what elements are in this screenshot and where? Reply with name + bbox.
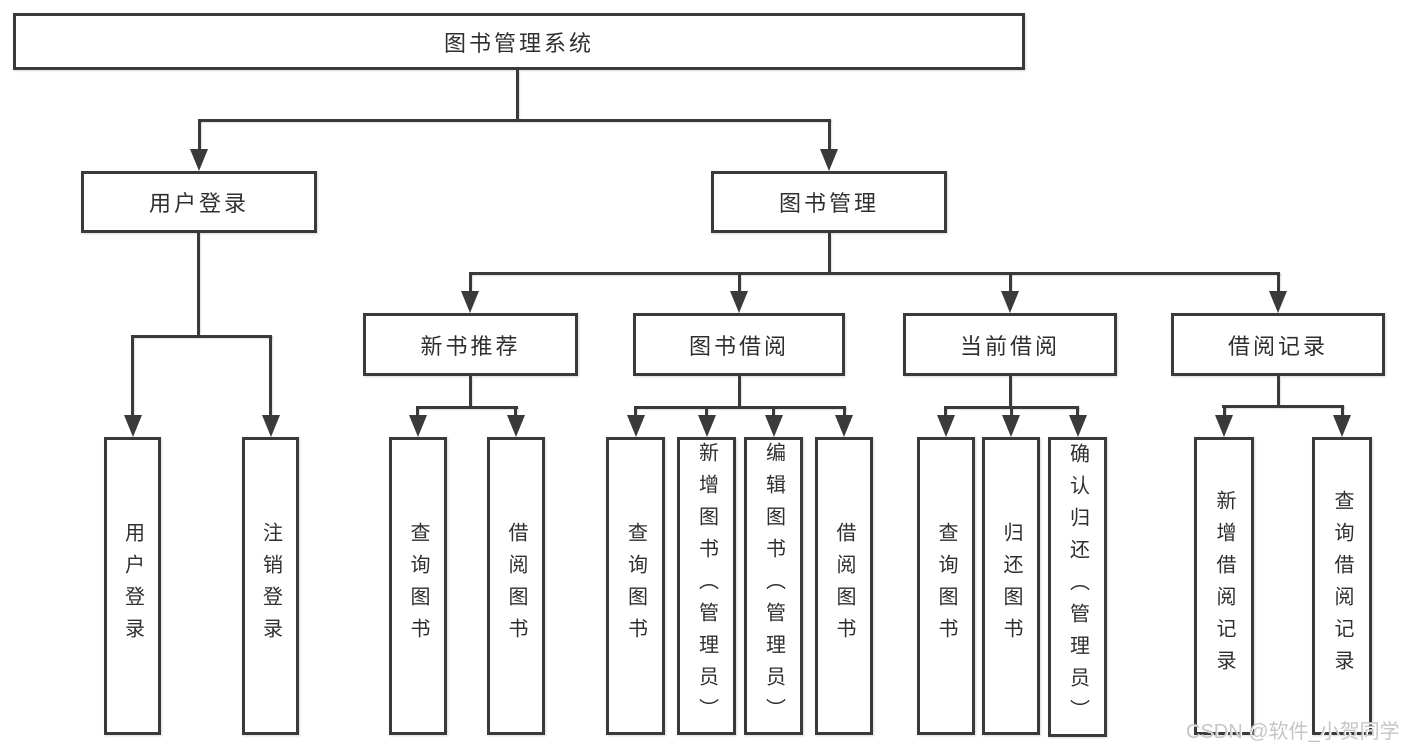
connector-borrow-records-vertical	[1277, 376, 1280, 407]
arrowhead-icon	[1215, 415, 1233, 437]
connector-stub-borrow-records	[1277, 272, 1280, 294]
leaf-borrow-edit-book-label: 编辑图书（管理员）	[762, 442, 785, 730]
leaf-current-confirm-return: 确认归还（管理员）	[1048, 437, 1107, 737]
connector-current-borrow-vertical	[1009, 376, 1012, 408]
node-borrow-records: 借阅记录	[1171, 313, 1385, 376]
node-book-borrow: 图书借阅	[633, 313, 845, 376]
connector-stub-book-management	[828, 119, 831, 152]
leaf-borrow-add-book: 新增图书（管理员）	[677, 437, 736, 735]
leaf-logout: 注销登录	[242, 437, 299, 735]
leaf-borrow-edit-book: 编辑图书（管理员）	[744, 437, 803, 735]
connector-book-management-vertical	[828, 233, 831, 274]
arrowhead-icon	[765, 415, 783, 437]
connector-stub-leaf	[1223, 405, 1226, 417]
arrowhead-icon	[1069, 415, 1087, 437]
leaf-current-return-book: 归还图书	[982, 437, 1040, 735]
arrowhead-icon	[1001, 291, 1019, 313]
node-new-book-recommend-label: 新书推荐	[420, 333, 521, 359]
connector-stub-new-book	[469, 272, 472, 294]
node-borrow-records-label: 借阅记录	[1227, 333, 1328, 359]
connector-stub-book-borrow	[738, 272, 741, 294]
connector-level1-horizontal	[198, 119, 831, 122]
node-current-borrow-label: 当前借阅	[959, 333, 1060, 359]
arrowhead-icon	[698, 415, 716, 437]
arrowhead-icon	[1269, 291, 1287, 313]
connector-stub-leaf	[131, 335, 134, 417]
leaf-borrow-borrow-book-label: 借阅图书	[833, 522, 855, 650]
arrowhead-icon	[507, 415, 525, 437]
arrowhead-icon	[820, 149, 838, 171]
arrowhead-icon	[190, 149, 208, 171]
leaf-newbook-borrow-book: 借阅图书	[487, 437, 545, 735]
arrowhead-icon	[409, 415, 427, 437]
connector-stub-leaf	[269, 335, 272, 417]
connector-new-book-vertical	[469, 376, 472, 408]
leaf-user-login: 用户登录	[104, 437, 161, 735]
node-user-login: 用户登录	[81, 171, 317, 233]
leaf-records-add-record-label: 新增借阅记录	[1213, 490, 1235, 682]
connector-book-borrow-vertical	[738, 376, 741, 408]
leaf-current-return-book-label: 归还图书	[1000, 522, 1022, 650]
leaf-newbook-query-book: 查询图书	[389, 437, 447, 735]
leaf-records-query-record-label: 查询借阅记录	[1331, 490, 1353, 682]
arrowhead-icon	[1333, 415, 1351, 437]
connector-stub-leaf	[944, 406, 947, 417]
connector-stub-leaf	[1341, 405, 1344, 417]
connector-level2-horizontal	[469, 272, 1280, 275]
arrowhead-icon	[730, 291, 748, 313]
arrowhead-icon	[1002, 415, 1020, 437]
connector-stub-leaf	[772, 406, 775, 417]
leaf-borrow-borrow-book: 借阅图书	[815, 437, 873, 735]
leaf-records-query-record: 查询借阅记录	[1312, 437, 1372, 735]
leaf-newbook-query-book-label: 查询图书	[407, 522, 429, 650]
node-root: 图书管理系统	[13, 13, 1025, 70]
arrowhead-icon	[124, 415, 142, 437]
connector-borrow-records-horizontal	[1222, 405, 1344, 408]
connector-root-vertical	[516, 70, 519, 121]
connector-stub-leaf	[1010, 406, 1013, 417]
node-new-book-recommend: 新书推荐	[363, 313, 578, 376]
leaf-current-confirm-return-label: 确认归还（管理员）	[1066, 443, 1089, 731]
connector-stub-leaf	[843, 406, 846, 417]
arrowhead-icon	[835, 415, 853, 437]
connector-stub-leaf	[1076, 406, 1079, 417]
leaf-current-query-book: 查询图书	[917, 437, 975, 735]
leaf-current-query-book-label: 查询图书	[935, 522, 957, 650]
node-book-management-label: 图书管理	[778, 191, 879, 216]
connector-book-borrow-horizontal	[634, 406, 846, 409]
node-book-management: 图书管理	[711, 171, 947, 233]
node-current-borrow: 当前借阅	[903, 313, 1117, 376]
connector-user-login-horizontal	[131, 335, 272, 338]
csdn-watermark: CSDN @软件_小贺同学	[1186, 721, 1400, 743]
arrowhead-icon	[627, 415, 645, 437]
connector-stub-user-login	[198, 119, 201, 152]
leaf-borrow-query-book-label: 查询图书	[624, 522, 647, 650]
connector-user-login-vertical	[197, 233, 200, 337]
leaf-user-login-label: 用户登录	[121, 522, 144, 650]
arrowhead-icon	[937, 415, 955, 437]
connector-stub-leaf	[705, 406, 708, 417]
node-root-label: 图书管理系统	[443, 30, 594, 56]
leaf-newbook-borrow-book-label: 借阅图书	[505, 522, 527, 650]
arrowhead-icon	[262, 415, 280, 437]
connector-stub-leaf	[514, 406, 517, 417]
leaf-logout-label: 注销登录	[259, 522, 282, 650]
leaf-records-add-record: 新增借阅记录	[1194, 437, 1254, 735]
leaf-borrow-query-book: 查询图书	[606, 437, 665, 735]
connector-stub-leaf	[416, 406, 419, 417]
connector-stub-leaf	[634, 406, 637, 417]
leaf-borrow-add-book-label: 新增图书（管理员）	[695, 442, 718, 730]
connector-new-book-horizontal	[416, 406, 518, 409]
arrowhead-icon	[461, 291, 479, 313]
node-user-login-label: 用户登录	[148, 191, 249, 216]
node-book-borrow-label: 图书借阅	[688, 333, 789, 359]
connector-stub-current-borrow	[1009, 272, 1012, 294]
